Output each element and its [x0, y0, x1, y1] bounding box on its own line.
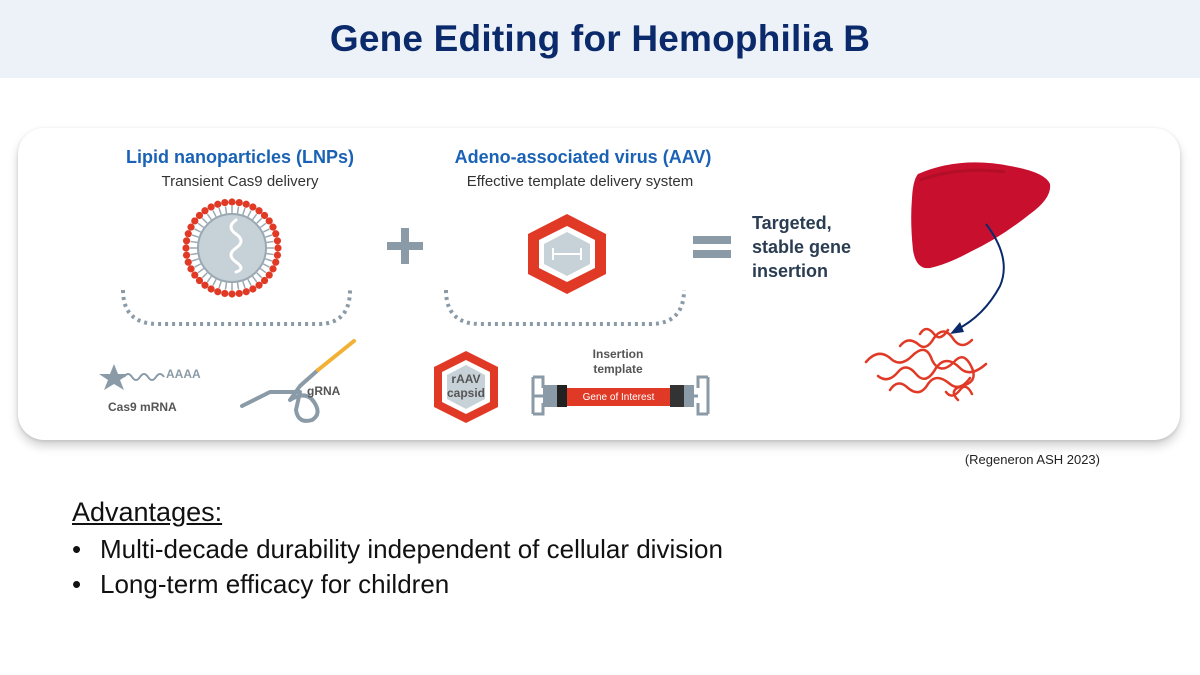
grna-label: gRNA: [307, 384, 341, 398]
aav-heading: Adeno-associated virus (AAV): [454, 147, 712, 167]
diagram-graphics: [99, 162, 1051, 423]
lnp-heading: Lipid nanoparticles (LNPs): [125, 147, 355, 167]
advantage-item: Long-term efficacy for children: [72, 567, 723, 602]
protein-structure-icon: [864, 327, 988, 402]
title-bar: Gene Editing for Hemophilia B: [0, 0, 1200, 78]
raav-capsid-label-line2: capsid: [446, 386, 486, 400]
result-text: Targeted, stable gene insertion: [752, 211, 902, 283]
equals-symbol-text: =: [711, 218, 712, 219]
advantages-list: Multi-decade durability independent of c…: [72, 532, 723, 602]
slide-title: Gene Editing for Hemophilia B: [329, 18, 871, 59]
raav-capsid-label: rAAV capsid: [447, 372, 485, 400]
lnp-bracket: [121, 289, 352, 326]
aav-subheading: Effective template delivery system: [466, 173, 694, 190]
liver-icon: [911, 162, 1051, 269]
polya-label: AAAA: [166, 367, 201, 381]
insertion-template-label-line1: Insertion: [592, 347, 644, 361]
grna-icon: [240, 339, 356, 423]
insertion-template-label: Insertion template: [593, 347, 644, 377]
cas9-mrna-label: Cas9 mRNA: [108, 400, 177, 414]
advantages-heading: Advantages:: [72, 497, 223, 527]
result-line3: insertion: [752, 261, 829, 281]
aav-bracket: [444, 289, 686, 326]
gene-of-interest-label: Gene of Interest: [582, 391, 655, 403]
advantage-item: Multi-decade durability independent of c…: [72, 532, 723, 567]
plus-symbol-text: +: [405, 218, 406, 219]
aav-hexagon-icon: [528, 214, 606, 294]
advantages-section: Advantages: Multi-decade durability inde…: [72, 497, 723, 602]
result-line1: Targeted,: [752, 213, 832, 233]
insertion-template-label-line2: template: [593, 362, 643, 376]
cas9-mrna-icon: [99, 364, 165, 390]
equals-icon: [693, 236, 731, 258]
raav-capsid-icon: [434, 351, 498, 423]
insertion-template-icon: [531, 375, 710, 416]
raav-capsid-label-line1: rAAV: [451, 372, 481, 386]
lnp-subheading: Transient Cas9 delivery: [161, 173, 319, 190]
citation: (Regeneron ASH 2023): [964, 452, 1100, 467]
lnp-particle-icon: [182, 198, 282, 298]
result-line2: stable gene: [752, 237, 852, 257]
plus-icon: [387, 228, 423, 264]
liver-to-protein-arrow: [950, 223, 1005, 334]
